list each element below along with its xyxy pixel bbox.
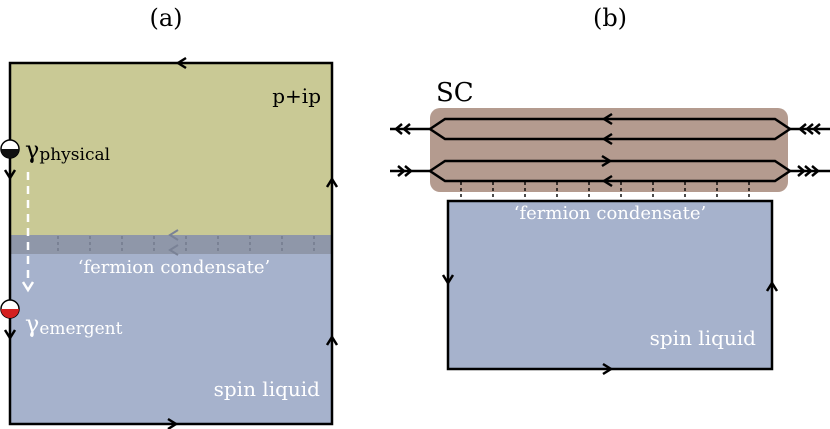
physical-mode-icon — [0, 139, 20, 159]
loop-arrow-left-icon — [601, 112, 613, 126]
panel-a-label: (a) — [149, 4, 182, 32]
p-ip-label: p+ip — [272, 84, 321, 108]
spin-liquid-region-b — [446, 199, 774, 371]
emergent-mode-icon — [0, 299, 20, 319]
condensate-arrow-left-icon — [168, 229, 179, 241]
sc-box — [430, 108, 788, 192]
edge-arrow-right-icon — [167, 417, 179, 429]
loop-arrow-right-icon — [601, 154, 613, 168]
p-ip-region — [10, 63, 332, 235]
spin-liquid-label-b: spin liquid — [650, 326, 757, 350]
loop-arrow-left-icon — [601, 132, 613, 146]
spin-liquid-label-a: spin liquid — [214, 377, 321, 401]
wire-arrow-right-icon — [404, 165, 413, 177]
gamma-physical-label: γphysical — [25, 136, 110, 165]
edge-arrow-down-icon — [3, 169, 17, 181]
condensate-label-b: ‘fermion condensate’ — [514, 203, 706, 224]
condensate-ticks-a — [57, 236, 315, 253]
wire-arrow-left-icon — [812, 123, 821, 135]
condensate-arrow-left-icon — [168, 244, 179, 256]
sc-label: SC — [436, 78, 474, 108]
wire-arrow-right-icon — [397, 165, 406, 177]
wire-arrow-left-icon — [798, 123, 807, 135]
edge-arrow-right-icon — [602, 362, 614, 376]
edge-arrow-down-icon — [3, 329, 17, 341]
edge-arrow-up-icon — [325, 334, 339, 346]
wire-arrow-right-icon — [804, 165, 813, 177]
spin-liquid-region-a — [10, 254, 332, 424]
wire-arrow-right-icon — [811, 165, 820, 177]
edge-boundary-a — [8, 61, 334, 426]
condensate-label-a: ‘fermion condensate’ — [78, 257, 270, 278]
wire-arrow-left-icon — [805, 123, 814, 135]
mode-transfer-arrow-icon — [21, 281, 35, 293]
gamma-emergent-label: γemergent — [25, 310, 123, 339]
wire-arrow-left-icon — [402, 123, 411, 135]
edge-arrow-up-icon — [765, 280, 779, 292]
panel-b-label: (b) — [593, 4, 627, 32]
wire-arrow-left-icon — [394, 123, 403, 135]
loop-arrow-left-icon — [601, 174, 613, 188]
edge-arrow-up-icon — [325, 176, 339, 188]
edge-arrow-left-icon — [175, 56, 187, 70]
edge-arrow-down-icon — [441, 274, 455, 286]
wire-arrow-right-icon — [797, 165, 806, 177]
